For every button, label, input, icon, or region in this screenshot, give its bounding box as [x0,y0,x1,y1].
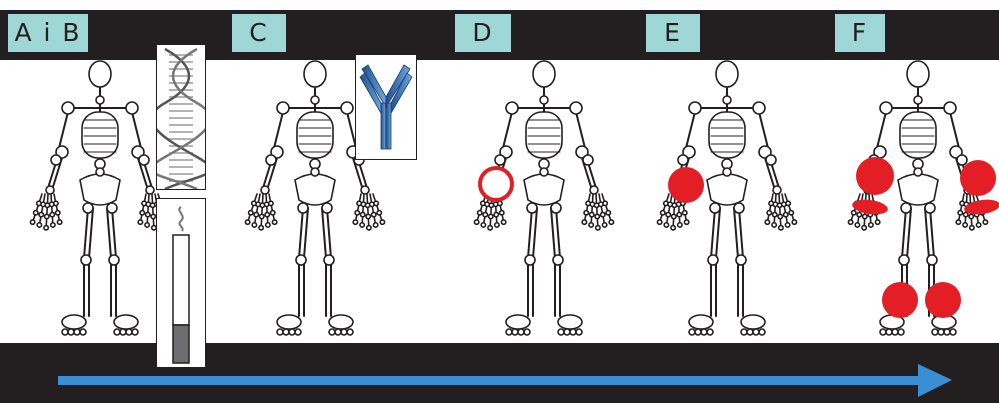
timeline-arrow [0,0,999,403]
